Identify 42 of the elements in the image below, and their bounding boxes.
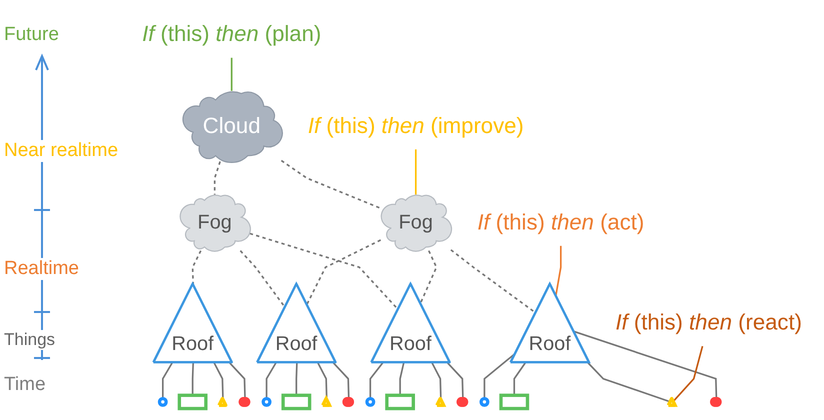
connector xyxy=(672,346,704,402)
node-text: If (this) then (react) xyxy=(615,310,802,336)
connector xyxy=(296,362,298,396)
axis-label: Near realtime xyxy=(4,140,118,162)
connector xyxy=(306,239,382,305)
node-box xyxy=(281,394,312,410)
node-box xyxy=(499,394,530,410)
node-box xyxy=(178,394,208,410)
node-circle xyxy=(262,396,272,407)
node-box xyxy=(385,394,415,410)
connector xyxy=(587,362,672,403)
connector xyxy=(192,362,194,396)
connector xyxy=(399,362,405,396)
group-label: Things xyxy=(4,330,56,350)
connector xyxy=(332,362,350,400)
connector xyxy=(431,362,442,400)
connector xyxy=(162,362,173,399)
node-text: If (this) then (act) xyxy=(477,210,644,235)
connector xyxy=(230,58,232,91)
connector xyxy=(555,246,562,296)
connector xyxy=(213,362,224,400)
connector xyxy=(280,160,381,210)
connector xyxy=(192,250,202,284)
connector xyxy=(240,250,286,308)
connector xyxy=(446,362,464,400)
node-circle xyxy=(365,396,376,407)
connector xyxy=(369,362,384,399)
connector xyxy=(513,362,526,396)
node-circle xyxy=(158,396,168,407)
connector xyxy=(450,249,536,314)
node-text: If (this) then (improve) xyxy=(308,114,524,138)
connector xyxy=(250,232,399,310)
connector xyxy=(414,149,417,195)
connector xyxy=(266,362,277,399)
axis-label: Realtime xyxy=(4,258,79,280)
node-circle xyxy=(479,396,490,407)
connector xyxy=(420,250,438,304)
node-text: If (this) then (plan) xyxy=(142,22,322,47)
connector xyxy=(317,362,328,400)
connector xyxy=(214,161,221,195)
connector xyxy=(574,330,718,400)
connector xyxy=(229,362,246,400)
